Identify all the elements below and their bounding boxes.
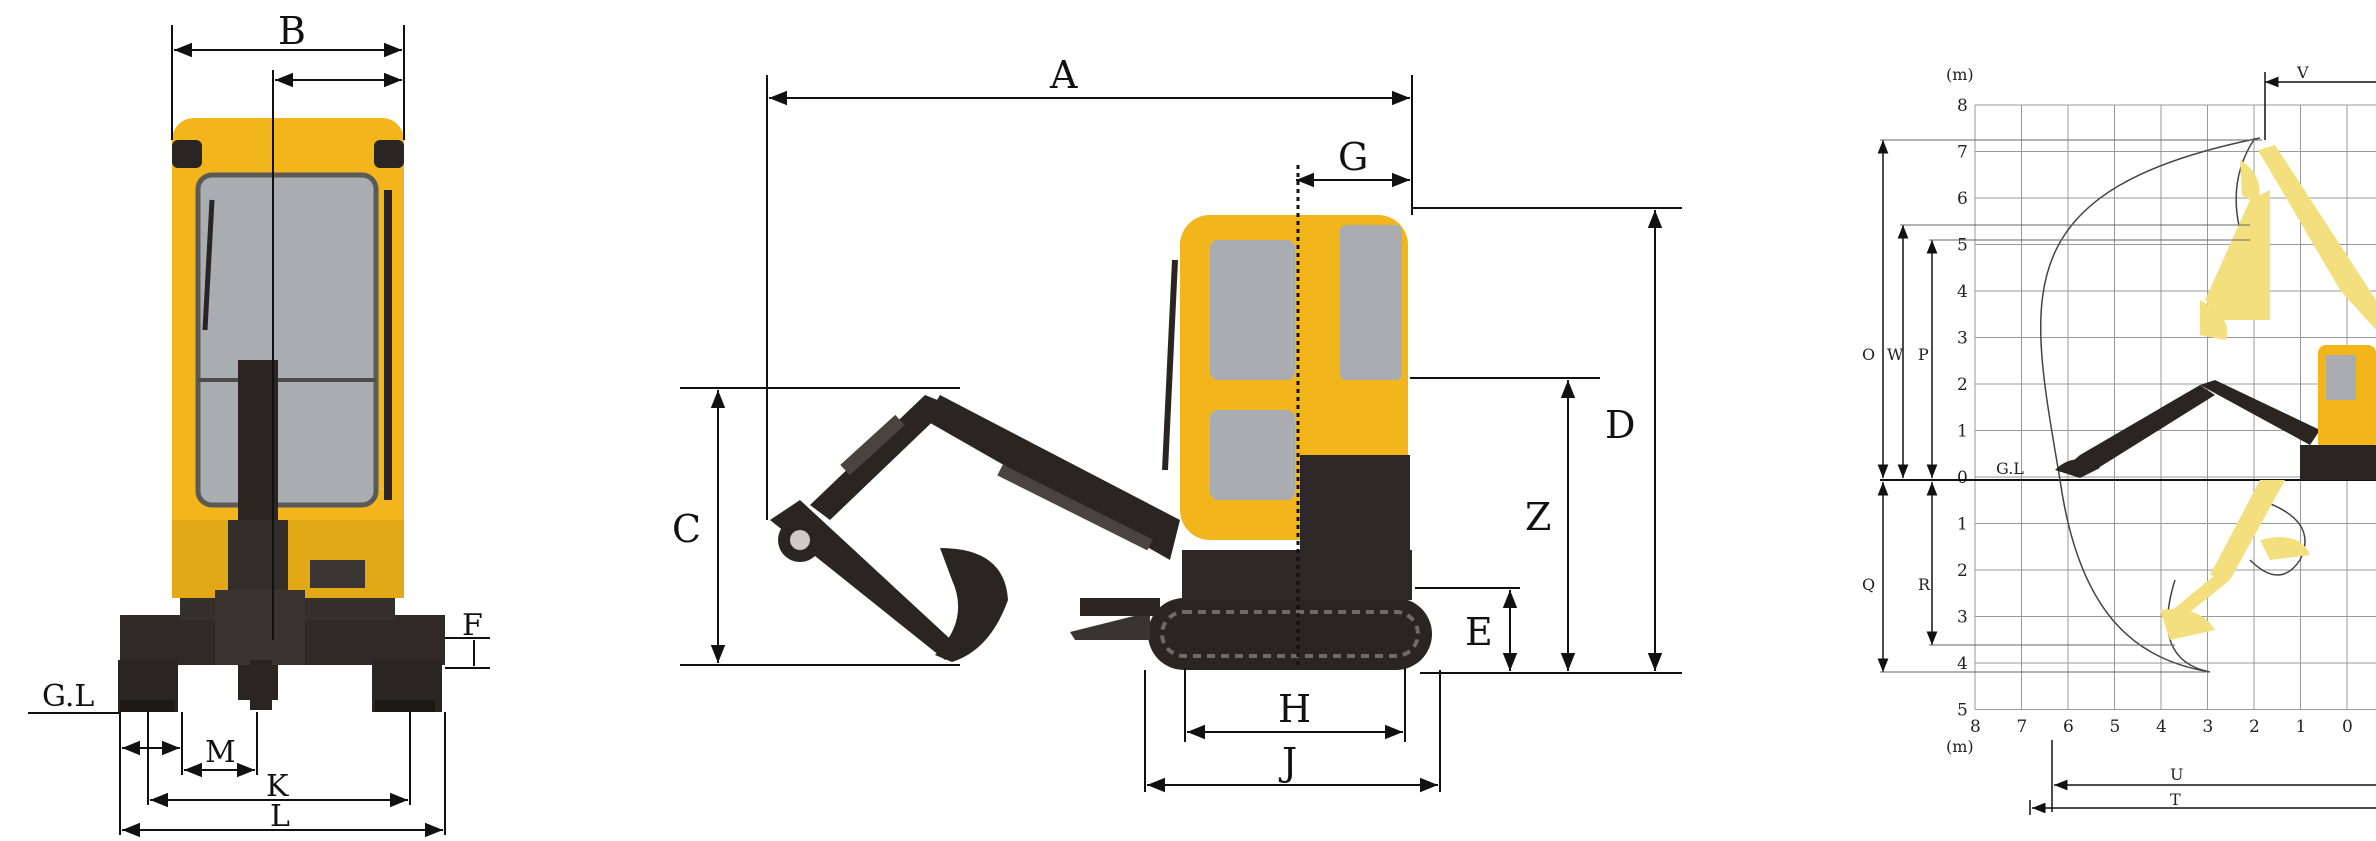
- label-G: G: [1338, 135, 1368, 179]
- y-tick-label: 2: [1957, 375, 1968, 395]
- y-tick-label: 4: [1957, 654, 1968, 674]
- label-Q: Q: [1862, 575, 1875, 594]
- label-R: R: [1918, 575, 1931, 594]
- y-tick-labels: 8 7 6 5 4 3 2 1 0 1 2 3 4 5: [1957, 96, 1968, 721]
- x-tick-label: 0: [2342, 717, 2353, 737]
- x-tick-label: 3: [2203, 717, 2214, 737]
- label-L: L: [270, 799, 290, 834]
- y-tick-label: 5: [1957, 701, 1968, 721]
- label-F: F: [462, 608, 483, 643]
- y-tick-label: 7: [1957, 143, 1968, 163]
- y-tick-label: 2: [1957, 561, 1968, 581]
- x-tick-label: 8: [1970, 717, 1981, 737]
- label-U: U: [2170, 765, 2183, 784]
- label-T: T: [2170, 790, 2181, 809]
- label-A: A: [1049, 53, 1078, 97]
- label-E: E: [1465, 610, 1493, 654]
- label-J: J: [1278, 740, 1297, 784]
- front-excavator-illustration: [118, 118, 445, 712]
- y-tick-label: 1: [1957, 422, 1968, 442]
- front-view: B F G.L M K L: [28, 9, 490, 838]
- label-Z: Z: [1525, 495, 1551, 539]
- gl-label: G.L: [1996, 459, 2024, 478]
- y-tick-label: 1: [1957, 515, 1968, 535]
- y-tick-label: 8: [1957, 96, 1968, 116]
- x-tick-label: 2: [2249, 717, 2260, 737]
- y-tick-label: 3: [1957, 608, 1968, 628]
- x-tick-labels: 8 7 6 5 4 3 2 1 0: [1970, 717, 2353, 737]
- arm-positions-illustration: [2055, 145, 2376, 640]
- label-O: O: [1862, 345, 1875, 364]
- label-H: H: [1278, 687, 1311, 731]
- unit-bottom: (m): [1946, 737, 1974, 756]
- label-D: D: [1605, 403, 1635, 447]
- unit-top: (m): [1946, 65, 1974, 84]
- label-V: V: [2296, 63, 2309, 82]
- side-excavator-illustration: [770, 215, 1432, 670]
- x-tick-label: 4: [2156, 717, 2167, 737]
- x-tick-label: 5: [2110, 717, 2121, 737]
- x-tick-label: 7: [2017, 717, 2028, 737]
- y-tick-label: 6: [1957, 189, 1968, 209]
- label-W: W: [1887, 345, 1904, 364]
- label-B: B: [278, 9, 306, 53]
- x-tick-label: 1: [2296, 717, 2307, 737]
- y-tick-label: 4: [1957, 282, 1968, 302]
- y-tick-label: 0: [1957, 468, 1968, 488]
- label-GL: G.L: [42, 679, 94, 714]
- label-M: M: [205, 735, 236, 770]
- label-C: C: [672, 507, 701, 551]
- working-range-chart: (m) (m) 8 7 6 5 4 3 2 1 0 1 2 3 4 5 8 7 6 5 4 3 2 1 0 G.L: [1862, 63, 2376, 815]
- label-P: P: [1918, 345, 1929, 364]
- label-K: K: [266, 769, 289, 804]
- y-tick-label: 3: [1957, 329, 1968, 349]
- side-view: A G C D Z E H J: [672, 53, 1682, 793]
- x-tick-label: 6: [2063, 717, 2074, 737]
- y-tick-label: 5: [1957, 236, 1968, 256]
